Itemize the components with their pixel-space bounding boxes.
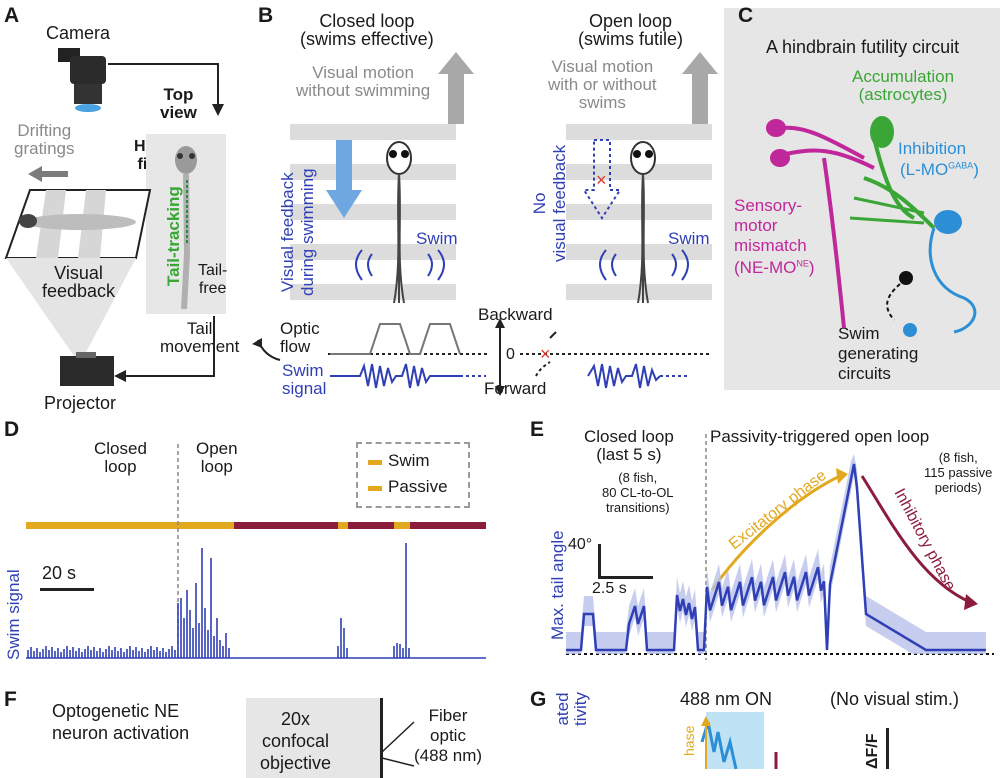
open-loop-title: Open loop (swims futile) <box>578 11 684 49</box>
drifting-gratings-label: Drifting gratings <box>14 121 75 158</box>
backward-label: Backward <box>478 305 553 324</box>
g-dff-bar <box>886 728 889 769</box>
e-open-note: (8 fish, 115 passive periods) <box>924 450 993 495</box>
d-closed-loop: Closed loop <box>94 439 147 476</box>
closed-loop-title: Closed loop (swims effective) <box>300 11 434 49</box>
svg-text:×: × <box>596 170 607 190</box>
circuit-drawing <box>766 116 977 337</box>
fish-closed <box>386 141 412 304</box>
sensory-sup: NE <box>796 258 809 269</box>
e-phase-arrows: Excitatory phase Inhibitory phase <box>710 467 978 610</box>
sensory-sub: (NE-MONE) <box>734 258 815 277</box>
grating-closed <box>290 124 456 300</box>
camera-icon <box>58 48 106 112</box>
swim-gen-label: Swim generating circuits <box>838 324 919 383</box>
projection-screen <box>4 189 152 356</box>
f-objective-label: 20x confocal objective <box>260 709 332 773</box>
accumulation-label: Accumulation (astrocytes) <box>852 67 955 104</box>
camera-cable <box>108 63 224 116</box>
d-legend: Swim Passive <box>356 442 470 508</box>
feedback-open-label: No visual feedback <box>530 144 569 262</box>
svg-text:×: × <box>540 344 551 364</box>
e-open-title: Passivity-triggered open loop <box>710 427 930 446</box>
d-state-bar <box>26 522 486 529</box>
panel-label-e: E <box>530 418 545 441</box>
e-ylabel: Max. tail angle <box>548 530 567 640</box>
e-mean-trace <box>566 463 986 652</box>
e-scale-bars <box>598 544 653 579</box>
e-scale-x: 2.5 s <box>592 580 627 597</box>
fish-open <box>630 141 656 304</box>
tail-movement-label: Tail movement <box>160 319 240 356</box>
visual-feedback-label: Visual feedback <box>42 263 116 301</box>
sensory-label: Sensory- motor mismatch <box>734 196 807 255</box>
g-on-label: 488 nm ON <box>680 689 773 709</box>
g-no-visual: (No visual stim.) <box>830 689 960 709</box>
d-scale-label: 20 s <box>42 563 77 583</box>
zero-label: 0 <box>506 346 515 363</box>
swim-waves-closed <box>355 249 445 281</box>
visual-motion-closed: Visual motion without swimming <box>296 63 431 100</box>
drift-arrow <box>28 166 68 182</box>
circuit-title: A hindbrain futility circuit <box>766 37 960 57</box>
d-ylabel: Swim signal <box>4 569 23 660</box>
e-closed-note: (8 fish, 80 CL-to-OL transitions) <box>602 470 674 515</box>
gray-up-arrow-open <box>682 52 718 124</box>
swim-label-closed: Swim <box>416 229 458 248</box>
inhibition-sub-text: (L-MO <box>900 160 949 179</box>
dotted-down-arrow: × <box>582 139 622 220</box>
f-fiber-label: Fiber optic (488 nm) <box>414 706 483 765</box>
d-scale-bar <box>40 588 94 591</box>
fish-image <box>146 134 226 314</box>
gray-up-arrow-closed <box>438 52 474 124</box>
camera-label: Camera <box>46 23 111 43</box>
signal-traces: × <box>252 318 712 396</box>
d-divider <box>177 444 179 660</box>
f-title: Optogenetic NE neuron activation <box>52 701 190 743</box>
panel-label-f: F <box>4 688 17 711</box>
top-view-label: Top view <box>160 85 197 122</box>
panel-label-c: C <box>738 4 754 27</box>
tail-free-label: Tail- free <box>198 262 228 297</box>
d-swim-trace <box>26 543 486 659</box>
feedback-closed-label: Visual feedback during swimming <box>278 168 317 296</box>
g-traces <box>700 716 778 770</box>
f-fiber-lines <box>381 721 415 767</box>
e-error-band <box>566 454 986 654</box>
legend-passive: Passive <box>388 477 448 496</box>
swim-waves-open <box>599 249 689 281</box>
visual-motion-open: Visual motion with or without swims <box>548 57 657 112</box>
e-scale-y: 40° <box>568 536 593 553</box>
swim-label-open: Swim <box>668 229 710 248</box>
e-divider <box>705 434 707 660</box>
g-dff-label: ΔF/F <box>864 733 881 770</box>
sensory-sub-text: (NE-MO <box>734 258 797 277</box>
tail-movement-arrow <box>114 316 215 382</box>
panel-label-a: A <box>4 4 20 27</box>
optic-flow-label: Optic flow <box>280 319 320 356</box>
inhibition-label: Inhibition <box>898 139 967 158</box>
inhibition-sub: (L-MOGABA) <box>900 160 979 179</box>
panel-label-g: G <box>530 688 547 711</box>
legend-swim: Swim <box>388 451 430 470</box>
projector-label: Projector <box>44 393 117 413</box>
e-tail-trace <box>566 454 994 655</box>
projector-icon <box>60 352 114 386</box>
g-phase-label: hase <box>681 725 697 756</box>
panel-label-b: B <box>258 4 274 27</box>
inhibition-sup: GABA <box>948 160 974 171</box>
panel-label-d: D <box>4 418 20 441</box>
f-objective-box <box>246 698 383 778</box>
swim-signal-label: Swim signal <box>282 361 327 398</box>
g-ylabel: ated tivity <box>553 692 590 726</box>
e-closed-title: Closed loop (last 5 s) <box>584 427 674 464</box>
blue-down-arrow <box>326 140 362 218</box>
d-open-loop: Open loop <box>196 439 238 476</box>
